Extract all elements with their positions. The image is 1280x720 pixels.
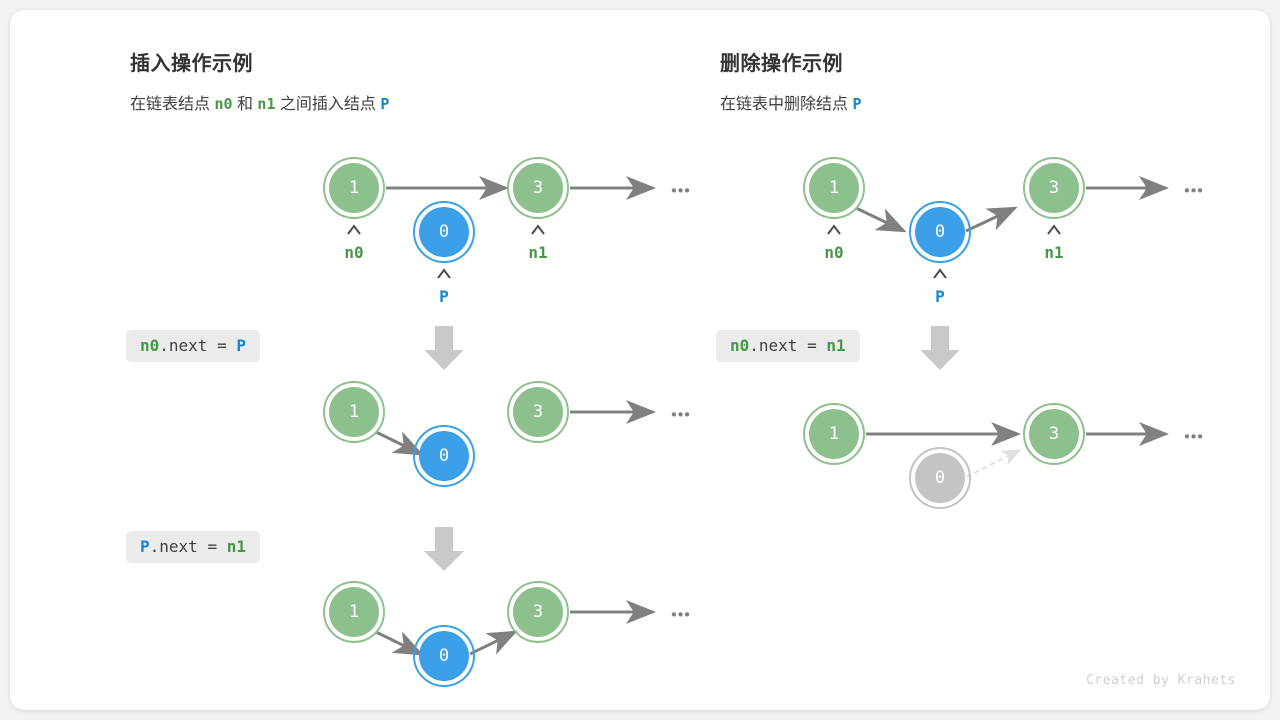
step-down-arrow-2: [416, 523, 472, 575]
label-n1: n1: [528, 243, 547, 262]
insert-row-2: 1 0 3 •••: [118, 370, 708, 490]
caret-n1-icon: [531, 224, 545, 235]
code-chip-insert-step1: n0.next = P: [126, 330, 260, 362]
node-1-value: 1: [349, 602, 359, 622]
label-p: P: [439, 287, 449, 306]
node-0-value: 0: [439, 646, 449, 666]
step-down-arrow-1: [416, 322, 472, 374]
figure-card: 插入操作示例 在链表结点 n0 和 n1 之间插入结点 P: [10, 10, 1270, 710]
caret-n0-icon: [827, 224, 841, 235]
tail-ellipsis: •••: [671, 607, 691, 624]
down-arrow-icon: [424, 527, 464, 571]
subtitle-text-2: 和: [232, 96, 258, 113]
code-token-p: P: [140, 537, 150, 556]
insert-row-3: 1 0 3 •••: [118, 570, 708, 700]
node-3: 3: [507, 381, 569, 443]
node-1: 1: [803, 157, 865, 219]
edge-n0-to-p: [855, 206, 907, 233]
node-3: 3: [507, 157, 569, 219]
footer-credit: Created by Krahets: [1086, 673, 1236, 688]
caret-p-icon: [933, 268, 947, 279]
node-1: 1: [323, 381, 385, 443]
tail-ellipsis: •••: [1184, 183, 1204, 200]
down-arrow-icon: [920, 326, 960, 370]
subtitle-token-p: P: [852, 95, 862, 113]
step-down-arrow-1: [912, 322, 968, 374]
node-0-value: 0: [935, 222, 945, 242]
node-0-p: 0: [413, 201, 475, 263]
down-arrow-icon: [424, 326, 464, 370]
subtitle-text-1: 在链表中删除结点: [720, 96, 853, 113]
subtitle-text-3: 之间插入结点: [275, 96, 381, 113]
delete-row-1: 1 0 3 ••• n0 n1 P: [708, 146, 1270, 336]
insert-row-1: 1 0 3 •••: [118, 146, 708, 326]
tail-ellipsis: •••: [671, 407, 691, 424]
code-token-n0: n0: [140, 336, 160, 355]
insert-row-1-svg: 1 0 3 •••: [323, 157, 691, 306]
edge-n0-to-p: [375, 630, 424, 656]
node-3: 3: [1023, 157, 1085, 219]
code-chip-delete-step1: n0.next = n1: [716, 330, 860, 362]
caret-p-icon: [437, 268, 451, 279]
subtitle-token-n1: n1: [257, 95, 276, 113]
node-0-deleted: 0: [909, 447, 971, 509]
node-1-value: 1: [829, 178, 839, 198]
label-n1: n1: [1044, 243, 1063, 262]
code-token-n1: n1: [226, 537, 246, 556]
code-op-1: .next =: [159, 336, 237, 355]
node-0-value: 0: [439, 222, 449, 242]
code-token-n0: n0: [730, 336, 750, 355]
subtitle-token-n0: n0: [214, 95, 233, 113]
node-0-p: 0: [909, 201, 971, 263]
node-3: 3: [1023, 403, 1085, 465]
panel-insert-subtitle: 在链表结点 n0 和 n1 之间插入结点 P: [130, 90, 389, 114]
code-op-2: .next =: [149, 537, 227, 556]
panel-insert: 插入操作示例 在链表结点 n0 和 n1 之间插入结点 P: [118, 10, 708, 710]
node-3-value: 3: [533, 178, 543, 198]
label-p: P: [935, 287, 945, 306]
panel-delete: 删除操作示例 在链表中删除结点 P 1 0: [708, 10, 1270, 710]
code-token-n1: n1: [826, 336, 846, 355]
node-1-value: 1: [349, 402, 359, 422]
node-1: 1: [803, 403, 865, 465]
edge-n0-to-p: [375, 430, 424, 456]
node-3-value: 3: [1049, 178, 1059, 198]
delete-row-2-svg: 1 0 3 •••: [803, 403, 1204, 509]
insert-row-2-svg: 1 0 3 •••: [323, 381, 691, 487]
node-0-value: 0: [935, 468, 945, 488]
code-chip-insert-step2: P.next = n1: [126, 531, 260, 563]
node-0-p: 0: [413, 625, 475, 687]
edge-orphan-dashed: [965, 449, 1022, 478]
node-1: 1: [323, 581, 385, 643]
panel-delete-title: 删除操作示例: [720, 53, 843, 75]
tail-ellipsis: •••: [671, 183, 691, 200]
edge-p-to-n1: [965, 206, 1018, 233]
insert-row-3-svg: 1 0 3 •••: [323, 581, 691, 687]
panel-delete-subtitle: 在链表中删除结点 P: [720, 90, 861, 114]
edge-p-to-n1: [469, 630, 518, 656]
node-1-value: 1: [829, 424, 839, 444]
panel-insert-title: 插入操作示例: [130, 53, 253, 75]
caret-n0-icon: [347, 224, 361, 235]
node-1-value: 1: [349, 178, 359, 198]
node-3-value: 3: [1049, 424, 1059, 444]
node-3-value: 3: [533, 602, 543, 622]
tail-ellipsis: •••: [1184, 429, 1204, 446]
delete-row-1-svg: 1 0 3 ••• n0 n1 P: [803, 157, 1204, 306]
delete-row-2: 1 0 3 •••: [708, 392, 1270, 532]
node-3-value: 3: [533, 402, 543, 422]
node-0-value: 0: [439, 446, 449, 466]
code-op-1: .next =: [749, 336, 827, 355]
node-3: 3: [507, 581, 569, 643]
subtitle-text-1: 在链表结点: [130, 96, 215, 113]
code-token-p: P: [236, 336, 246, 355]
subtitle-token-p: P: [380, 95, 390, 113]
node-0-p: 0: [413, 425, 475, 487]
caret-n1-icon: [1047, 224, 1061, 235]
label-n0: n0: [344, 243, 363, 262]
node-1: 1: [323, 157, 385, 219]
label-n0: n0: [824, 243, 843, 262]
